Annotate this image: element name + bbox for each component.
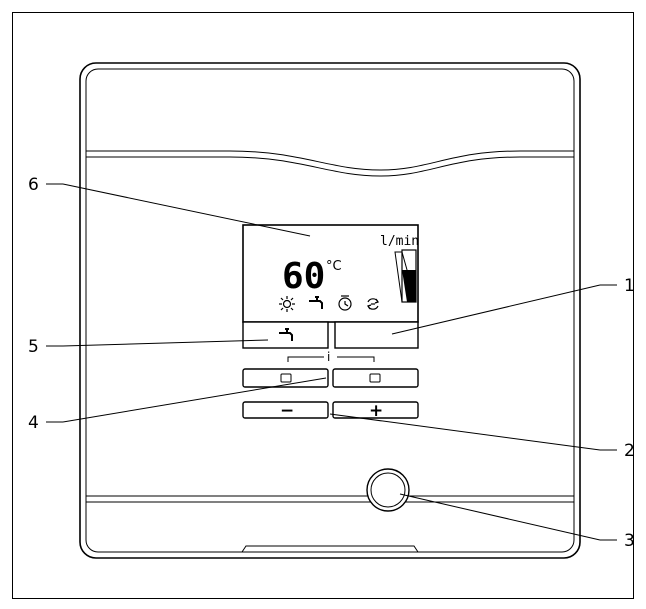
callout-5: 5 xyxy=(28,337,39,357)
tap-icon xyxy=(279,328,293,341)
clock-icon xyxy=(338,295,352,311)
left-softkey[interactable] xyxy=(242,321,329,349)
device-housing xyxy=(79,62,581,559)
callout-2: 2 xyxy=(624,441,635,461)
left-menu-key[interactable] xyxy=(242,368,329,388)
plus-label: + xyxy=(369,401,383,421)
cycle-icon xyxy=(367,298,379,310)
flow-unit-label: l/min xyxy=(380,234,419,249)
flow-bar-gauge xyxy=(394,249,417,303)
minus-button[interactable]: − xyxy=(242,401,329,421)
lcd-display: l/min 60 °C xyxy=(242,224,419,323)
tap-icon xyxy=(309,296,323,309)
temperature-readout: 60 xyxy=(282,256,325,297)
round-button[interactable] xyxy=(366,468,410,512)
menu-key-icon xyxy=(369,373,381,383)
minus-label: − xyxy=(280,401,294,421)
plus-button[interactable]: + xyxy=(332,401,419,421)
callout-1: 1 xyxy=(624,276,635,296)
callout-3: 3 xyxy=(624,531,635,551)
callout-6: 6 xyxy=(28,175,39,195)
temperature-unit: °C xyxy=(326,259,342,274)
info-label: i xyxy=(327,350,330,364)
callout-4: 4 xyxy=(28,413,39,433)
callout-leaders xyxy=(46,183,617,541)
menu-key-icon xyxy=(280,373,292,383)
right-softkey[interactable] xyxy=(334,321,419,349)
sun-icon xyxy=(279,296,295,312)
diagram-frame xyxy=(12,12,634,599)
right-menu-key[interactable] xyxy=(332,368,419,388)
info-bracket: i xyxy=(287,350,375,364)
